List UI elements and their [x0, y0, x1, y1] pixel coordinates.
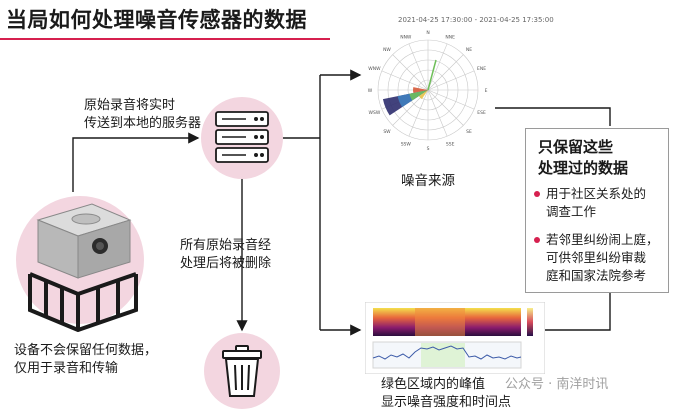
spectrogram-caption-line2: 显示噪音强度和时间点: [381, 395, 512, 410]
compass-label: SW: [383, 129, 391, 135]
upload-caption-line2: 传送到本地的服务器: [84, 116, 202, 131]
arrow-device-to-server: [72, 132, 200, 192]
watermark-text: 公众号 · 南洋时讯: [505, 377, 609, 392]
noise-source-label: 噪音来源: [401, 173, 455, 189]
bullet-dot-icon: [534, 191, 540, 197]
compass-label: SSW: [401, 142, 412, 148]
panel-bullet-2-line2: 可供邻里纠纷审裁: [546, 250, 647, 265]
polar-noise-direction-chart: N NNE NE ENE E ESE SE SSE S SSW SW WSW W WNW NW NNW: [362, 24, 494, 156]
compass-label: N: [426, 30, 429, 36]
compass-label: ENE: [477, 66, 486, 72]
spectrogram-chart: [364, 301, 546, 375]
compass-label: ESE: [477, 110, 486, 116]
noise-direction-petal: [413, 87, 428, 93]
retained-data-panel: 只保留这些 处理过的数据 用于社区关系处的 调查工作 若邻里纠纷闹上庭， 可供邻…: [525, 128, 669, 293]
delete-caption-line2: 处理后将被删除: [180, 256, 272, 271]
noise-direction-petal: [409, 90, 428, 101]
compass-label: NW: [383, 47, 391, 53]
delete-caption: 所有原始录音经 处理后将被删除: [180, 237, 271, 273]
device-caption-line2: 仅用于录音和传输: [14, 361, 119, 376]
panel-title-line1: 只保留这些: [538, 138, 614, 156]
panel-bullet-1-line2: 调查工作: [546, 204, 597, 219]
panel-bullet-1-line1: 用于社区关系处的: [546, 186, 647, 201]
compass-label: SSE: [446, 142, 455, 148]
upload-caption: 原始录音将实时 传送到本地的服务器: [84, 97, 201, 133]
panel-title: 只保留这些 处理过的数据: [538, 137, 628, 179]
noise-direction-spike: [427, 59, 437, 91]
compass-label: W: [368, 88, 373, 94]
compass-label: NNW: [400, 34, 412, 40]
noise-sensor-device-image: [14, 190, 146, 333]
delete-caption-line1: 所有原始录音经: [180, 238, 272, 253]
panel-title-line2: 处理过的数据: [538, 159, 629, 177]
panel-bullet-1: 用于社区关系处的 调查工作: [534, 185, 646, 221]
compass-label: NNE: [445, 34, 455, 40]
arrow-spectro-to-panel: [545, 293, 611, 331]
spectrogram-caption-line1: 绿色区域内的峰值: [381, 377, 486, 392]
polar-chart-header: 2021-04-25 17:30:00 - 2021-04-25 17:35:0…: [398, 16, 554, 24]
compass-label: NE: [466, 47, 472, 53]
compass-label: S: [427, 146, 430, 152]
server-icon: [200, 96, 284, 180]
page-title: 当局如何处理噪音传感器的数据: [6, 8, 307, 32]
panel-bullet-2: 若邻里纠纷闹上庭， 可供邻里纠纷审裁 庭和国家法院参考: [534, 231, 659, 285]
device-caption-line1: 设备不会保留任何数据，: [14, 343, 158, 358]
arrow-polar-to-panel: [495, 107, 611, 126]
noise-direction-petal: [418, 90, 428, 100]
compass-label: WNW: [368, 66, 381, 72]
trash-can-icon: [203, 332, 281, 410]
bullet-dot-icon: [534, 237, 540, 243]
upload-caption-line1: 原始录音将实时: [84, 98, 176, 113]
panel-bullet-2-line1: 若邻里纠纷闹上庭，: [546, 232, 659, 247]
compass-label: SE: [466, 129, 472, 135]
compass-label: E: [485, 88, 488, 94]
spectrogram-caption: 绿色区域内的峰值 显示噪音强度和时间点: [381, 376, 511, 412]
device-caption: 设备不会保留任何数据， 仅用于录音和传输: [14, 342, 157, 378]
title-underline: [0, 38, 330, 40]
panel-bullet-2-line3: 庭和国家法院参考: [546, 268, 647, 283]
compass-label: WSW: [369, 110, 381, 116]
